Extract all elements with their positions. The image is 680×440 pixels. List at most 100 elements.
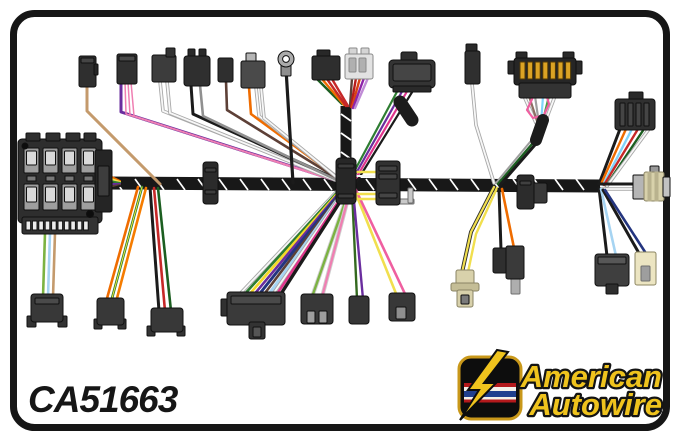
connector-b12 [594,253,630,295]
wire [497,187,503,252]
wire [500,187,516,250]
connector-b6 [348,295,370,325]
loom-hatch [176,178,186,191]
wire [325,77,348,108]
fuse-box-part [26,150,37,166]
connector-t4-part [183,55,211,87]
trunk-clip-a-part [204,167,217,173]
logo-stripe-red-bottom [464,399,516,403]
logo-stripe-white-2 [464,397,516,400]
wire [260,86,347,186]
connector-t11-part [464,50,481,85]
wire [166,80,346,185]
connector-t10-part [392,63,432,82]
loom-hatch [449,178,459,191]
bulkhead-connector-part [542,61,549,80]
connector-b5 [300,293,334,325]
trunk-clip-c-part [519,180,532,186]
wire [602,127,640,187]
fuse-box-part [63,220,70,231]
loom-hatch [407,178,417,191]
connector-b7-part [395,306,407,320]
connector-b1 [26,293,68,328]
fuse-box-part [83,220,89,231]
trunk-clip-b-part [337,163,355,169]
fuse-box-part [21,142,29,150]
wire [351,76,366,110]
wire [530,114,549,146]
loom-hatch [281,178,291,191]
connector-t5-part [217,57,234,83]
bulb-socket-bottom [450,269,480,308]
loom-hatch [218,178,228,191]
wire [148,185,161,313]
connector-b12-part [605,283,619,295]
connector-t2 [116,53,138,85]
bulkhead-connector-part [549,61,556,80]
fuse-box-part [64,175,75,182]
wire [465,186,499,279]
bulkhead-connector-part [518,82,572,99]
fuse-box-part [45,132,61,142]
fuse-box-part [26,186,37,203]
ring-terminal [277,50,295,77]
connector-t10-part [392,85,432,93]
wire [315,77,344,106]
wire [350,76,362,109]
wire [330,77,350,108]
bulkhead-connector-part [557,61,564,80]
loom-hatch [470,178,480,191]
wire [41,231,47,299]
wire [349,76,358,109]
fuse-box-part [70,220,76,231]
relay-connector-part [407,187,414,204]
connector-b6-part [348,295,370,325]
wire [224,79,347,185]
connector-b3-part [150,307,184,333]
wire [496,135,540,186]
bulkhead-connector-part [527,61,534,80]
bulkhead-connector-part [565,61,572,80]
loom-hatch [239,178,249,191]
fuse-box-part [51,220,57,231]
connector-t1 [78,55,99,88]
bulb-socket-bottom-part [460,294,470,305]
relay-connector-part [378,173,398,180]
wire [606,128,650,187]
fuse-box-part [76,220,83,231]
bulb-socket-right [632,165,671,202]
connector-b4-part [230,295,282,305]
trunk-clip-a [202,161,219,205]
wire [277,189,349,299]
connector-t8 [311,49,341,81]
wire [104,185,140,304]
connector-t10 [388,51,436,93]
logo-line2: Autowire [528,387,662,422]
connector-b10 [505,245,525,295]
connector-b9-part [492,247,508,274]
bulkhead-connector-part [519,61,526,80]
wire [498,136,543,187]
connector-b13-part [640,265,651,282]
trunk-clip-b-part [337,193,355,199]
loom-hatch [323,178,333,191]
fuse-box-part [25,220,32,231]
wire [348,76,354,108]
bulkhead-connector [507,51,583,99]
connector-t8-part [311,55,341,81]
connector-b4 [220,291,286,340]
wire [46,231,52,299]
wire [597,186,609,258]
connector-b9 [492,247,508,274]
wire [114,186,148,304]
wire [599,187,618,258]
wire [603,188,649,257]
connector-t6-part [240,60,266,89]
wire [284,67,295,185]
wire [273,188,348,299]
bulb-socket-right-part [643,171,665,202]
wire [110,186,143,303]
connector-t13-part [619,102,626,127]
connector-t13 [614,91,656,131]
